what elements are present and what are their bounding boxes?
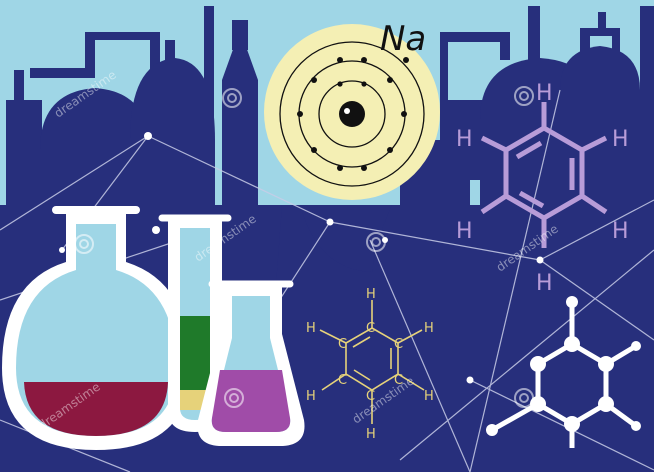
benzene-large-h1: H: [536, 81, 553, 106]
benzene-small-c1: C: [366, 321, 375, 336]
tube-liquid: [180, 316, 210, 390]
benzene-large-h4: H: [536, 271, 553, 296]
flask-liquid: [24, 382, 168, 436]
test-tube: [158, 214, 232, 432]
network-lines: [0, 89, 654, 472]
benzene-small-c2: C: [394, 337, 403, 352]
benzene-small-h5: H: [306, 389, 316, 404]
benzene-small-h4: H: [366, 427, 376, 442]
atom-symbol: Na: [380, 19, 426, 59]
benzene-small-h3: H: [424, 389, 434, 404]
benzene-small-c4: C: [366, 389, 375, 404]
watermark-logos: [74, 86, 534, 408]
benzene-large-h6: H: [456, 127, 473, 152]
benzene-large-h2: H: [612, 127, 629, 152]
sodium-atom: Na: [264, 19, 440, 200]
erlenmeyer-liquid: [211, 370, 291, 432]
benzene-large-h3: H: [612, 219, 629, 244]
benzene-small-c3: C: [394, 373, 403, 388]
atom-electrons: [297, 57, 409, 171]
round-bottom-flask: [2, 206, 190, 450]
atom-nucleus: [339, 101, 365, 127]
benzene-small-c5: C: [338, 373, 347, 388]
benzene-small-c6: C: [338, 337, 347, 352]
benzene-large-h5: H: [456, 219, 473, 244]
molecule-ball-and-stick: [486, 296, 641, 448]
erlenmeyer-flask: [197, 280, 305, 446]
benzene-small-h1: H: [366, 287, 376, 302]
benzene-molecule-large: H H H H H H: [456, 81, 629, 296]
benzene-small-h6: H: [306, 321, 316, 336]
benzene-small-h2: H: [424, 321, 434, 336]
benzene-molecule-small: C C C C C C H H H H H H: [306, 287, 434, 442]
